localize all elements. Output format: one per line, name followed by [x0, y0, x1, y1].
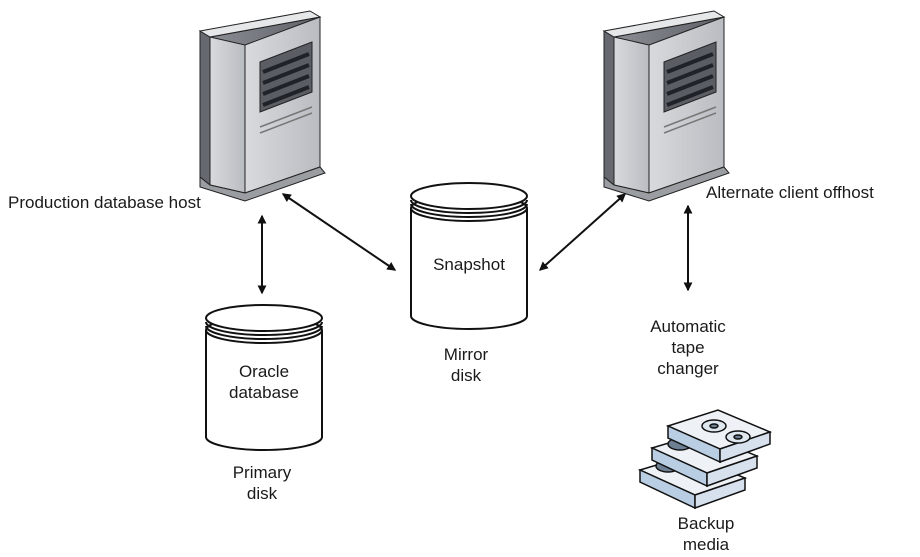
oracle-db-inner-label: Oracle database — [229, 361, 299, 403]
disk-cylinder-icon — [410, 182, 528, 330]
tape-cartridges-icon — [637, 409, 773, 510]
alternate-client-label: Alternate client offhost — [706, 183, 874, 202]
tape-changer-line2: tape — [671, 338, 705, 357]
primary-disk-caption: Primary disk — [233, 462, 292, 504]
snapshot-disk-inner-label: Snapshot — [433, 255, 505, 274]
tape-changer-line3: changer — [657, 359, 719, 378]
backup-media-label: Backup media — [678, 513, 735, 555]
backup-media-line2: media — [682, 535, 730, 554]
arrow-host-to-snapshot — [281, 193, 397, 271]
server-tower-icon — [602, 10, 730, 202]
backup-media-line1: Backup — [677, 514, 735, 533]
production-host-label: Production database host — [8, 193, 201, 212]
tape-changer-label: Automatic tape changer — [650, 316, 726, 379]
mirror-disk-caption: Mirror disk — [444, 344, 488, 386]
mirror-disk-caption-line2: disk — [450, 366, 482, 385]
primary-disk-caption-line1: Primary — [232, 463, 292, 482]
oracle-db-inner-line2: database — [229, 383, 299, 402]
arrow-snapshot-to-client — [538, 193, 627, 271]
oracle-db-inner-line1: Oracle — [238, 362, 290, 381]
primary-disk-caption-line2: disk — [246, 484, 278, 503]
server-tower-icon — [198, 10, 326, 202]
disk-cylinder-icon — [205, 304, 323, 451]
mirror-disk-caption-line1: Mirror — [443, 345, 489, 364]
tape-changer-line1: Automatic — [650, 317, 726, 336]
